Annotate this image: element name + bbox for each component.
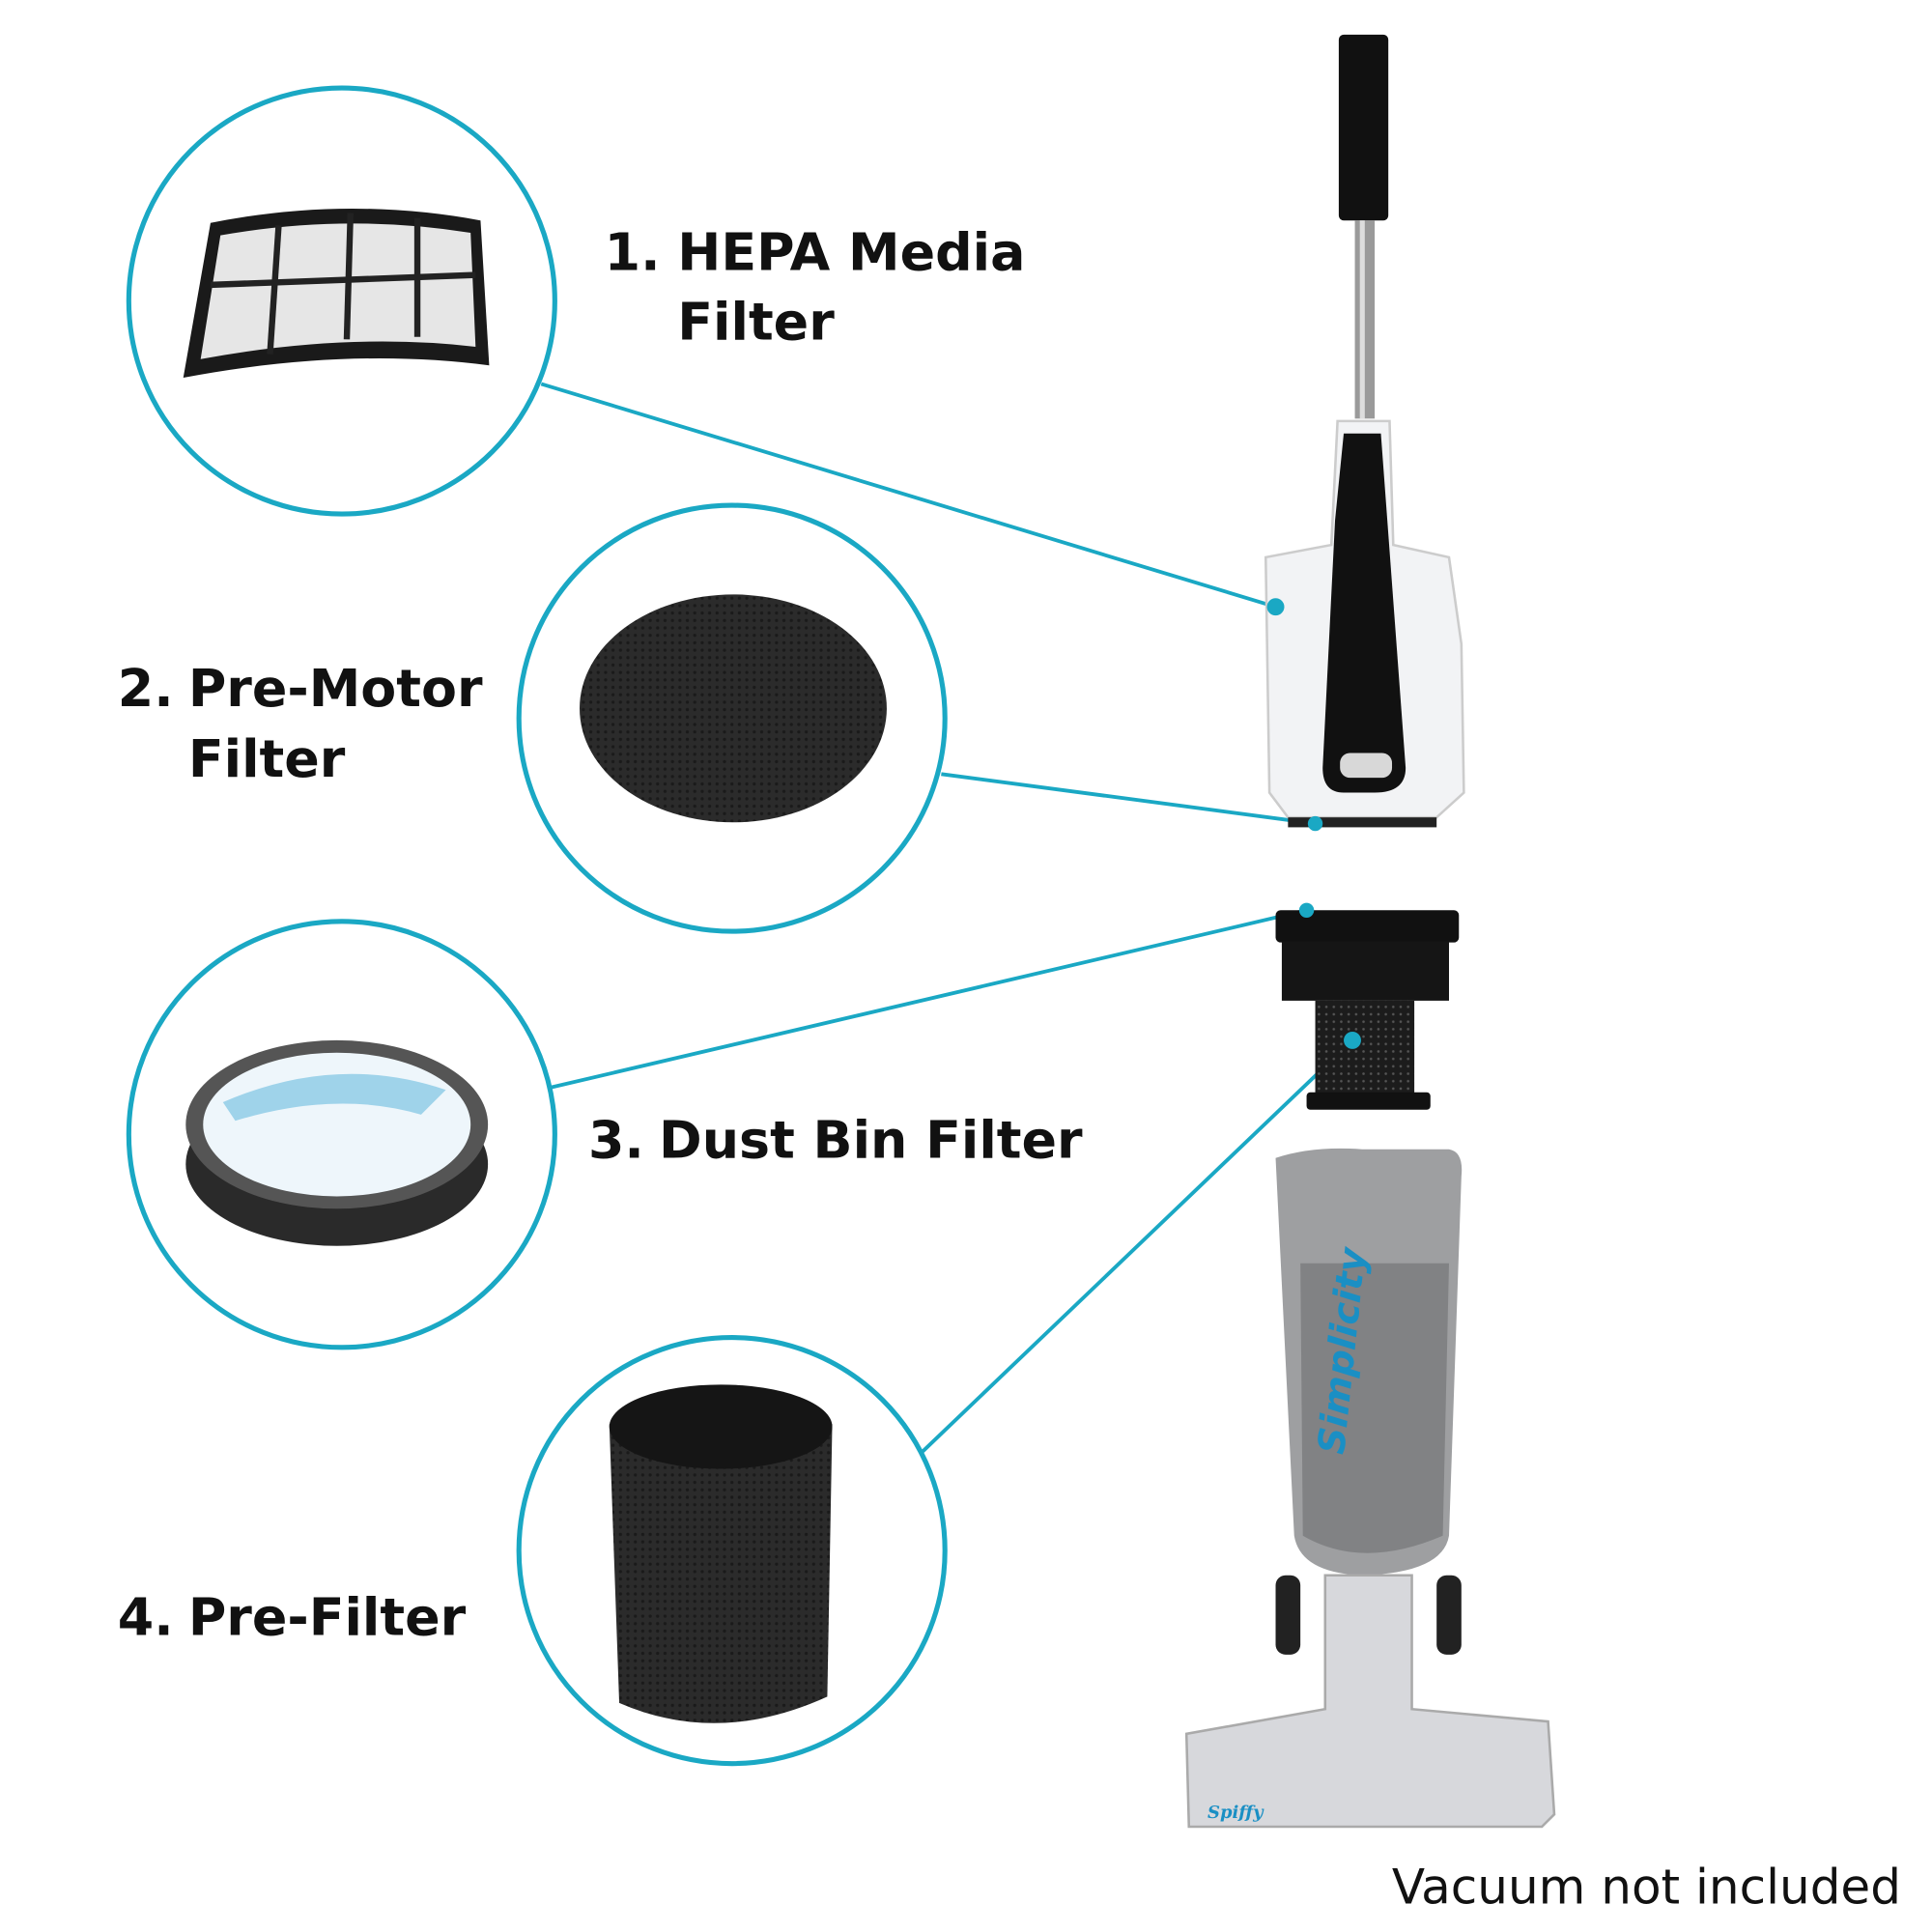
dust-bin-filter-image <box>185 1039 489 1246</box>
label-pre-filter: 4. Pre-Filter <box>118 1586 467 1647</box>
label-line1: HEPA Media <box>677 221 1025 282</box>
vacuum-not-included-note: Vacuum not included <box>1392 1860 1901 1916</box>
connector-line-3 <box>551 908 1308 1090</box>
label-number: 4. <box>118 1586 174 1647</box>
vacuum-illustration: Simplicity Spiffy <box>1184 34 1556 1829</box>
label-number: 1. <box>605 221 661 282</box>
pre-filter-image <box>609 1384 833 1723</box>
label-line1: Pre-Motor <box>188 658 483 719</box>
hepa-filter-image <box>183 208 490 379</box>
connector-dots <box>1266 598 1361 1049</box>
spiffy-logo: Spiffy <box>1208 1803 1264 1823</box>
connector-line-1 <box>540 382 1277 610</box>
label-dust-bin-filter: 3. Dust Bin Filter <box>588 1110 1083 1171</box>
connector-line-4 <box>921 1038 1354 1453</box>
connector-line-2 <box>941 772 1316 826</box>
label-pre-motor-filter: 2. Pre-Motor Filter <box>118 658 483 789</box>
connector-lines <box>540 382 1354 1453</box>
label-hepa-filter: 1. HEPA Media Filter <box>605 221 1026 352</box>
label-line1: Pre-Filter <box>188 1586 467 1647</box>
pre-motor-filter-image <box>580 594 887 823</box>
label-number: 2. <box>118 658 174 719</box>
label-line1: Dust Bin Filter <box>659 1110 1083 1171</box>
label-line2: Filter <box>188 728 346 789</box>
label-number: 3. <box>588 1110 644 1171</box>
label-line2: Filter <box>677 291 835 352</box>
